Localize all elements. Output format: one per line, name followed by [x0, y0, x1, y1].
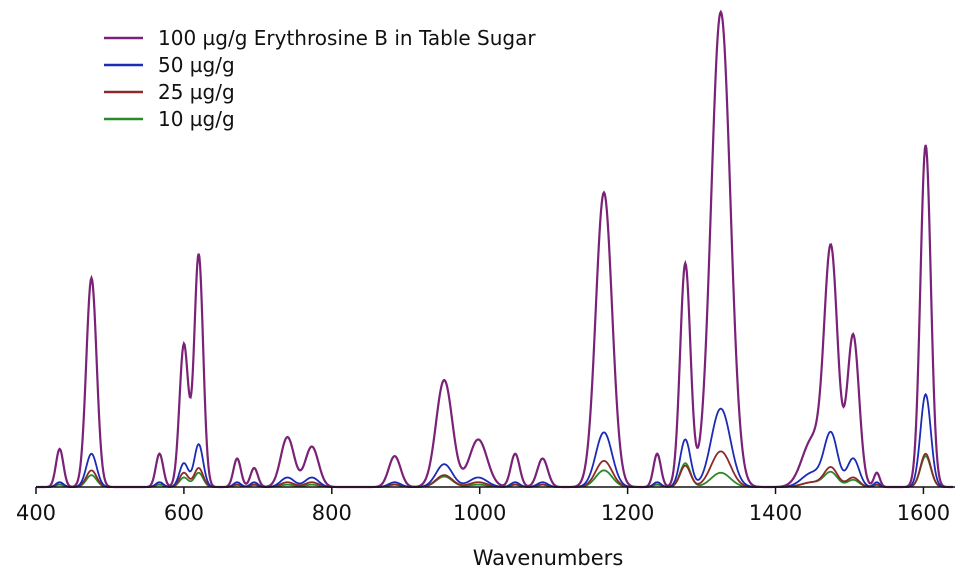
series-line-1	[36, 392, 953, 488]
x-tick-label: 1000	[453, 501, 506, 525]
legend-label-2: 25 µg/g	[158, 80, 235, 104]
x-tick-label: 800	[312, 501, 352, 525]
legend-label-1: 50 µg/g	[158, 53, 235, 77]
x-ticks-layer: 400 600 800 1000 1200 1400 1600	[16, 487, 950, 525]
x-tick-label: 1600	[897, 501, 950, 525]
x-tick-label: 1400	[749, 501, 802, 525]
x-axis-title: Wavenumbers	[473, 546, 624, 570]
x-tick-label: 600	[164, 501, 204, 525]
x-tick-label: 1200	[601, 501, 654, 525]
x-tick-label: 400	[16, 501, 56, 525]
legend-label-3: 10 µg/g	[158, 107, 235, 131]
legend: 100 µg/g Erythrosine B in Table Sugar 50 …	[104, 26, 536, 131]
legend-label-0: 100 µg/g Erythrosine B in Table Sugar	[158, 26, 536, 50]
series-line-0	[36, 9, 953, 489]
